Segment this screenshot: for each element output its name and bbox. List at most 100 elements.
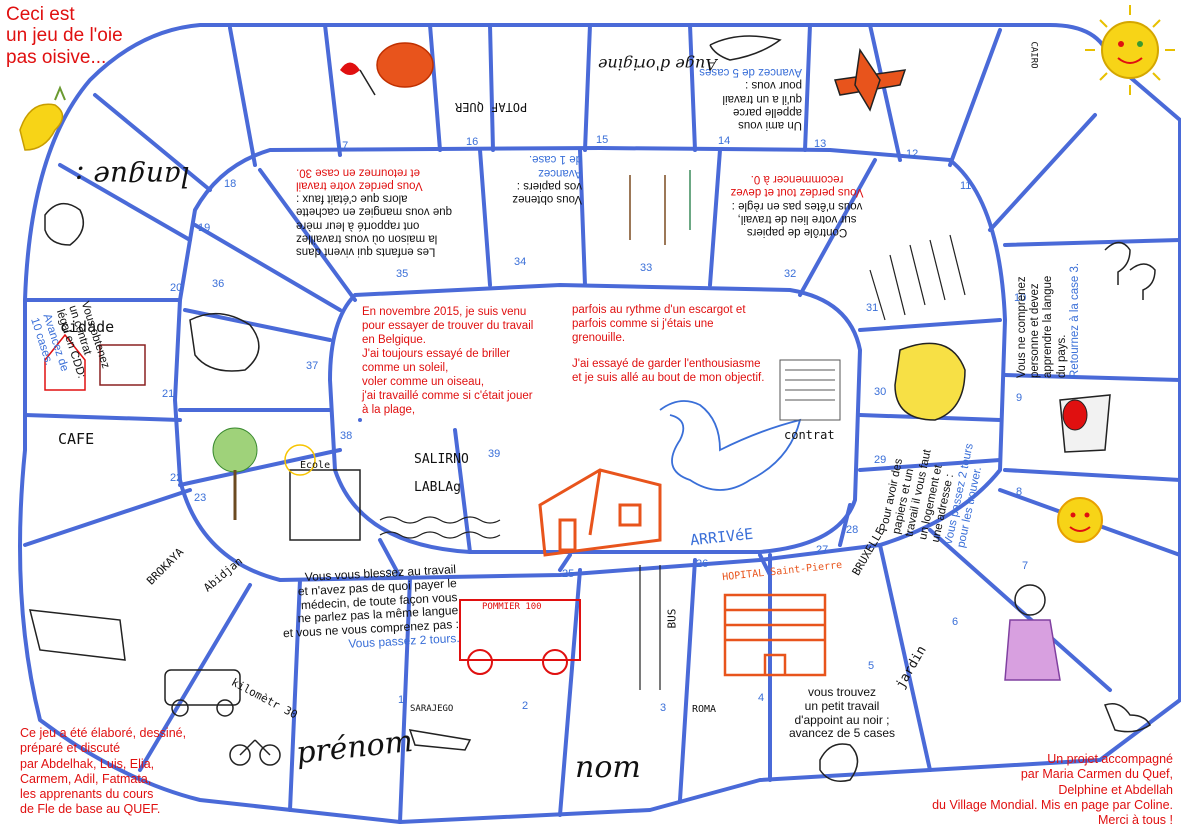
story-line: J'ai essayé de garder l'enthousiasme [572, 358, 761, 371]
square-number: 2 [522, 700, 529, 712]
car-icon [164, 669, 241, 717]
credits-right: Un projet accompagné par Maria Carmen du… [932, 752, 1173, 828]
board-lines [18, 23, 1181, 824]
rule-line: vous trouvez [807, 685, 877, 699]
square-number: 8 [1016, 486, 1023, 498]
square-number: 31 [866, 302, 879, 314]
goose-drawing [659, 400, 802, 491]
square-number: 17 [336, 140, 349, 152]
rule-line: vos papiers : [516, 179, 582, 192]
rule-line: sur votre lieu de travail, [737, 212, 857, 225]
square-number: 34 [514, 256, 527, 268]
credit-line: Delphine et Abdellah [1058, 782, 1173, 797]
credit-line: Carmem, Adil, Fatmata, [20, 771, 152, 786]
house-small-icon [44, 333, 146, 391]
story-line: pour essayer de trouver du travail [362, 320, 534, 333]
handwritten-nom: nom [575, 750, 641, 785]
rule-line: appelle parce [732, 105, 802, 118]
story-line: comme un soleil, [362, 362, 449, 375]
square-number: 37 [306, 360, 319, 372]
rule-square-10-block: Vous ne comprenez personne et devez appr… [1016, 246, 1082, 378]
square-number: 38 [340, 430, 353, 442]
rule-line: et retournez en case 30. [296, 166, 421, 179]
story-line: j'ai travaillé comme si c'était jouer [362, 390, 533, 403]
game-title: Ceci est un jeu de l'oie pas oisive... [6, 4, 123, 68]
square-number: 15 [596, 134, 609, 146]
rule-line: recommencer à 0. [750, 173, 844, 186]
sea-waves [379, 516, 501, 539]
story-line: En novembre 2015, je suis venu [362, 306, 527, 318]
rule-line: de 1 case. [528, 153, 582, 166]
house-icon [538, 468, 662, 557]
story-line: parfois au rythme d'un escargot et [572, 304, 746, 316]
rule-line: personne et devez [1029, 283, 1042, 378]
rule-line: alors que c'était faux : [296, 192, 408, 205]
square-number: 4 [758, 692, 765, 704]
handwritten-ecole: Ecole [300, 460, 331, 471]
handwritten-sarajego: SARAJEGO [410, 704, 454, 714]
square-number: 26 [696, 558, 709, 570]
square-number: 39 [488, 448, 501, 460]
square-number: 32 [784, 268, 797, 280]
tree-icon [212, 427, 258, 520]
story-line: J'ai toujours essayé de briller [362, 348, 510, 361]
rule-line: la maison où vous travaillez [296, 232, 438, 245]
rule-line: qu'il a un travail [722, 92, 802, 105]
rule-line: du pays. [1055, 334, 1068, 378]
story-line: à la plage, [362, 404, 416, 417]
square-number: 24 [386, 568, 399, 580]
bus-stop-drawing [639, 565, 661, 690]
handwritten-labla: LABLAg [414, 480, 461, 495]
rain-drawing [869, 234, 966, 321]
square-number: 3 [660, 702, 667, 714]
handwritten-salirno: SALIRNO [414, 452, 469, 467]
handwritten-auge: Auge d'origine [598, 55, 717, 74]
rule-line: avancez de 5 cases [788, 726, 896, 741]
animal-drawing [189, 312, 260, 372]
square-number: 27 [816, 544, 829, 556]
handwritten-pommier: POMMIER 100 [482, 602, 542, 612]
bucket-icon [1059, 394, 1111, 453]
rule-square-14: Un ami vous appelle parce qu'il a un tra… [692, 65, 802, 131]
rule-line: Un ami vous [738, 119, 802, 132]
rule-line: Les enfants qui vivent dans [296, 245, 436, 258]
square-number: 20 [170, 282, 183, 294]
rule-line: Vous perdez tout et devez [730, 186, 864, 199]
people-drawing [629, 170, 691, 245]
girl-drawing [1004, 584, 1061, 681]
rule-square-35: Les enfants qui vivent dans la maison où… [296, 165, 476, 258]
square-number: 35 [396, 268, 409, 280]
handwritten-cairo: CAIRO [1028, 41, 1039, 69]
square-number: 36 [212, 278, 225, 290]
credit-line: Ce jeu a été élaboré, dessiné, [20, 726, 187, 740]
square-number: 29 [874, 454, 887, 466]
credit-line: Merci à tous ! [1097, 813, 1173, 827]
bus-icon [459, 599, 581, 675]
title-line: Ceci est [6, 4, 75, 25]
credit-line: les apprenants du cours [20, 787, 154, 801]
balloon-icon [340, 42, 434, 96]
rule-square-32: Contrôle de papiers sur votre lieu de tr… [722, 172, 872, 238]
credits-left: Ce jeu a été élaboré, dessiné, préparé e… [20, 726, 186, 818]
rule-line: Retournez à la case 3. [1068, 262, 1081, 378]
plane-small-icon [408, 729, 472, 751]
bicycle-icon [229, 739, 281, 766]
handwritten-potaf: POTAF QUER [455, 100, 528, 114]
square-number: 19 [198, 222, 211, 234]
story-line: parfois comme si j'étais une [572, 318, 714, 331]
square-number: 22 [170, 472, 183, 484]
bird-flying-icon [709, 35, 782, 61]
rule-line: Vous obtenez [512, 192, 582, 205]
story-line: grenouille. [572, 332, 626, 345]
square-number: 12 [906, 148, 919, 160]
rule-square-24: Vous vous blessez au travail et n'avez p… [266, 562, 460, 656]
story-text-right: parfois au rythme d'un escargot et parfo… [572, 303, 764, 385]
square-number: 14 [718, 135, 731, 147]
rule-line: que vous mangiez en cachette [296, 205, 452, 218]
rule-line: apprendre la langue [1042, 275, 1055, 378]
handwritten-cafe: CAFE [58, 430, 95, 448]
square-number: 1 [398, 694, 405, 706]
rule-line: d'appoint au noir ; [794, 712, 890, 727]
